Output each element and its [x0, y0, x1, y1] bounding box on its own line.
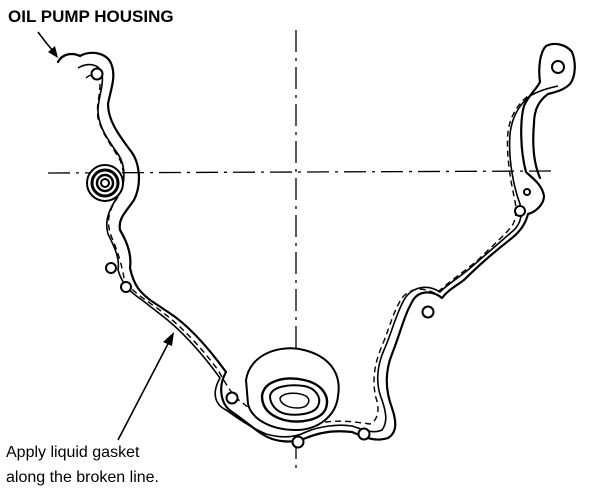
- bolt-hole: [357, 427, 371, 441]
- bolt-hole: [225, 391, 239, 405]
- note-leader-arrow: [117, 332, 174, 441]
- oil-seal-icon: [86, 164, 124, 202]
- bolt-hole: [551, 60, 565, 74]
- bolt-hole: [120, 281, 132, 293]
- note-line-2: along the broken line.: [6, 469, 159, 486]
- title-leader-arrow: [37, 31, 58, 58]
- bolt-hole: [514, 205, 526, 217]
- diagram-title: OIL PUMP HOUSING: [8, 7, 174, 26]
- note-line-1: Apply liquid gasket: [6, 444, 140, 461]
- bolt-hole: [523, 188, 531, 196]
- bolt-hole: [105, 262, 117, 274]
- bolt-hole: [421, 305, 435, 319]
- oil-passage-boss: [244, 347, 340, 432]
- bolt-hole: [291, 435, 305, 449]
- bolt-hole: [90, 67, 104, 81]
- horizontal-center-line: [47, 170, 557, 174]
- housing-outer-outline: [56, 42, 576, 443]
- bolt-holes: [90, 60, 565, 449]
